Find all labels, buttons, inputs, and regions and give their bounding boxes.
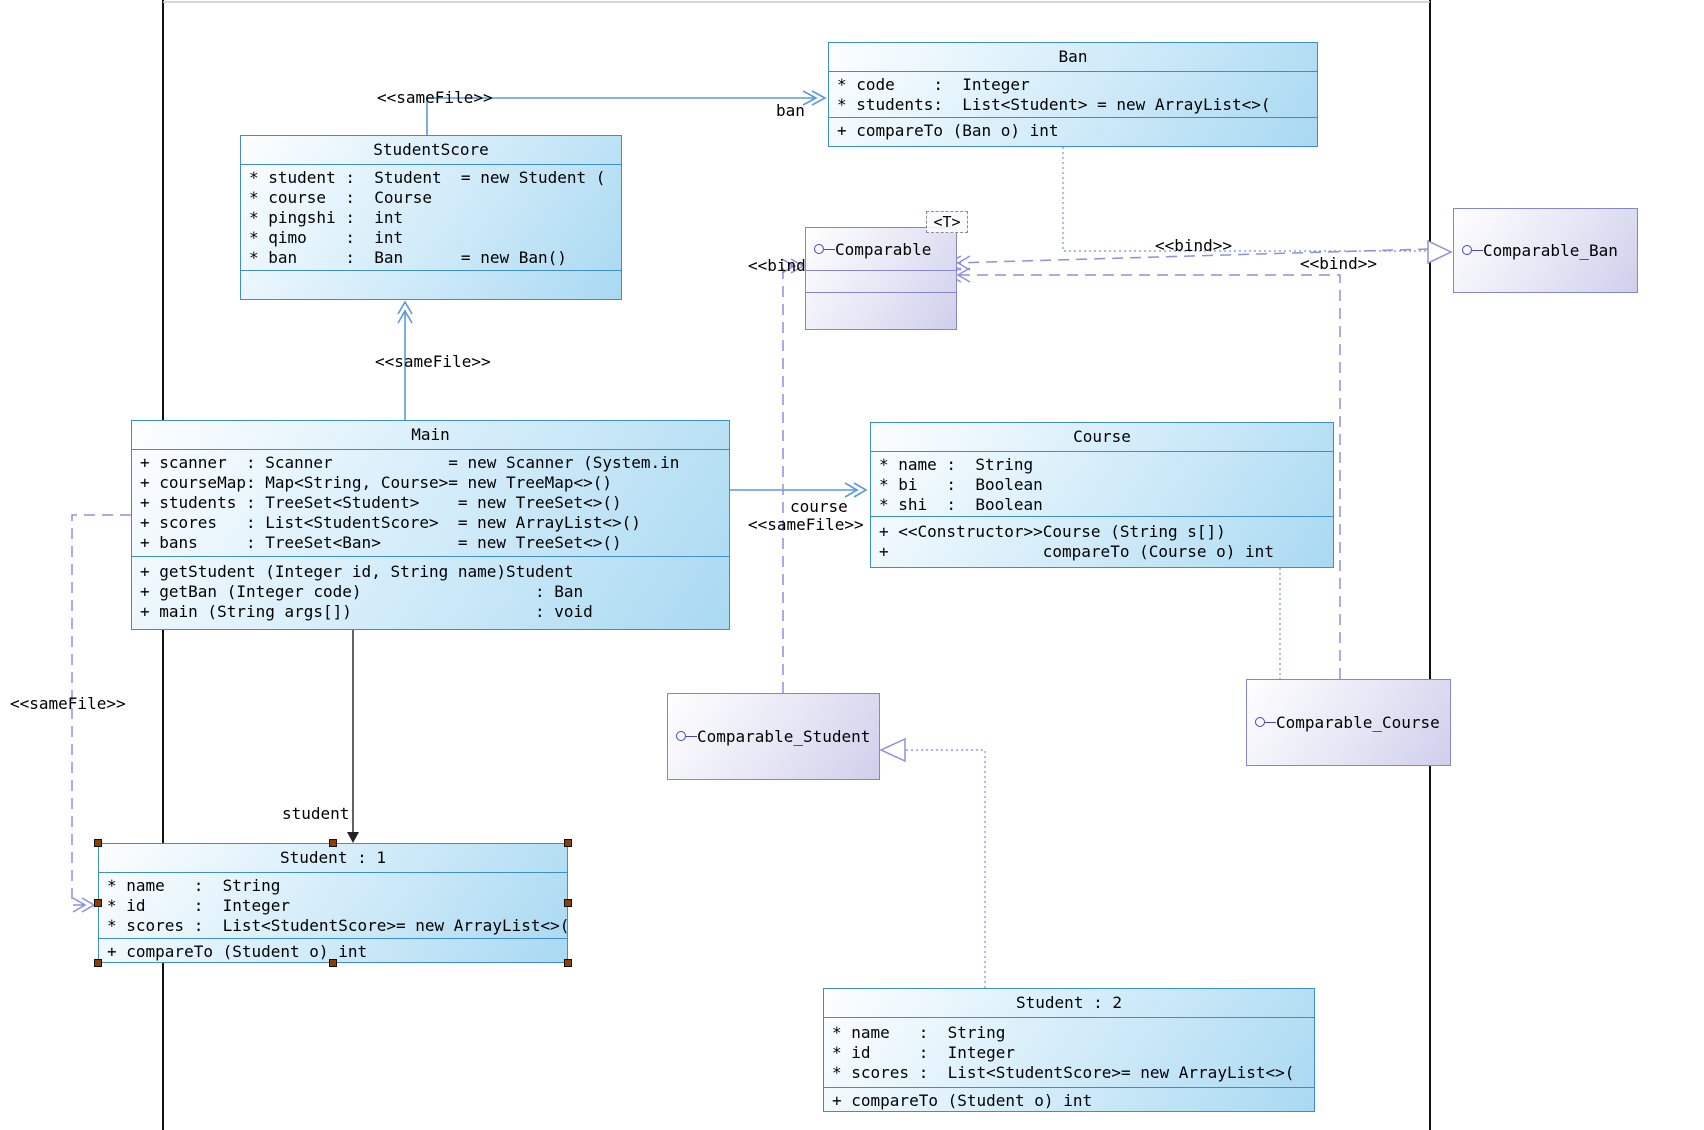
interface-lollipop-icon xyxy=(676,731,697,741)
selection-handle-top-right[interactable] xyxy=(564,839,572,847)
attribute-row: * bi : Boolean xyxy=(879,475,1043,494)
method-row: + compareTo (Course o) int xyxy=(879,542,1274,561)
attribute-row: + bans : TreeSet<Ban> = new TreeSet<>() xyxy=(140,533,622,552)
attribute-row: + scores : List<StudentScore> = new Arra… xyxy=(140,513,641,532)
interface-comparable-ban-label: Comparable_Ban xyxy=(1483,240,1618,260)
selection-handle-mid-left[interactable] xyxy=(94,899,102,907)
edge-comparableban-bind[interactable] xyxy=(947,248,1430,271)
interface-comparable-course-label: Comparable_Course xyxy=(1276,712,1440,732)
method-row: + compareTo (Student o) int xyxy=(832,1091,1093,1110)
attribute-row: * name : String xyxy=(879,455,1034,474)
method-row: + getBan (Integer code) : Ban xyxy=(140,582,584,601)
interface-comparable-course[interactable]: Comparable_Course xyxy=(1246,679,1451,766)
attribute-row: * pingshi : int xyxy=(249,208,404,227)
class-main-title: Main xyxy=(132,421,729,450)
interface-comparable[interactable]: Comparable xyxy=(805,227,957,330)
edge-main-studentscore[interactable] xyxy=(397,300,413,420)
attribute-row: * scores : List<StudentScore>= new Array… xyxy=(107,916,567,935)
method-row: + compareTo (Student o) int xyxy=(107,942,368,961)
class-studentscore[interactable]: StudentScore * student : Student = new S… xyxy=(240,135,622,300)
interface-lollipop-icon xyxy=(814,244,835,254)
template-parameter-tag: <T> xyxy=(926,211,968,233)
method-row: + main (String args[]) : void xyxy=(140,602,593,621)
attribute-row: + scanner : Scanner = new Scanner (Syste… xyxy=(140,453,680,472)
attribute-row: + students : TreeSet<Student> = new Tree… xyxy=(140,493,622,512)
interface-comparable-student[interactable]: Comparable_Student xyxy=(667,693,880,780)
realization-triangle-comparableban xyxy=(1427,239,1453,265)
attribute-row: * ban : Ban = new Ban() xyxy=(249,248,567,267)
class-course-title: Course xyxy=(871,423,1333,452)
selection-handle-bottom-center[interactable] xyxy=(329,959,337,967)
class-studentscore-title: StudentScore xyxy=(241,136,621,165)
selection-handle-bottom-left[interactable] xyxy=(94,959,102,967)
method-row: + getStudent (Integer id, String name)St… xyxy=(140,562,574,581)
attribute-row: * shi : Boolean xyxy=(879,495,1043,514)
attribute-row: * students: List<Student> = new ArrayLis… xyxy=(837,95,1271,114)
class-student1[interactable]: Student : 1 * name : String * id : Integ… xyxy=(98,843,568,963)
edge-studentscore-ban[interactable] xyxy=(426,90,827,135)
edge-main-student1[interactable] xyxy=(347,630,359,843)
attribute-row: * name : String xyxy=(107,876,281,895)
attribute-row: * id : Integer xyxy=(107,896,291,915)
attribute-row: * qimo : int xyxy=(249,228,404,247)
class-main[interactable]: Main + scanner : Scanner = new Scanner (… xyxy=(131,420,730,630)
selection-handle-top-center[interactable] xyxy=(329,839,337,847)
class-student2[interactable]: Student : 2 * name : String * id : Integ… xyxy=(823,988,1315,1112)
interface-comparable-label: Comparable xyxy=(835,239,932,259)
class-ban-title: Ban xyxy=(829,43,1317,72)
attribute-row: * code : Integer xyxy=(837,75,1030,94)
class-course[interactable]: Course * name : String * bi : Boolean * … xyxy=(870,422,1334,568)
class-student1-title: Student : 1 xyxy=(99,844,567,873)
edge-student2-comparablestudent[interactable] xyxy=(879,737,986,988)
selection-handle-mid-right[interactable] xyxy=(564,899,572,907)
class-ban[interactable]: Ban * code : Integer * students: List<St… xyxy=(828,42,1318,147)
edge-ban-comparableban[interactable] xyxy=(1062,147,1427,252)
attribute-row: * name : String xyxy=(832,1023,1006,1042)
edge-comparablestudent-bind[interactable] xyxy=(781,258,805,693)
attribute-row: * course : Course xyxy=(249,188,433,207)
selection-handle-top-left[interactable] xyxy=(94,839,102,847)
interface-comparable-student-label: Comparable_Student xyxy=(697,726,871,746)
attribute-row: * id : Integer xyxy=(832,1043,1016,1062)
attribute-row: + courseMap: Map<String, Course>= new Tr… xyxy=(140,473,613,492)
method-row: + compareTo (Ban o) int xyxy=(837,121,1059,140)
attribute-row: * student : Student = new Student ( xyxy=(249,168,606,187)
interface-comparable-ban[interactable]: Comparable_Ban xyxy=(1453,208,1638,293)
interface-lollipop-icon xyxy=(1255,717,1276,727)
method-row: + <<Constructor>>Course (String s[]) xyxy=(879,522,1226,541)
attribute-row: * scores : List<StudentScore>= new Array… xyxy=(832,1063,1295,1082)
edge-main-course[interactable] xyxy=(730,482,868,498)
selection-handle-bottom-right[interactable] xyxy=(564,959,572,967)
interface-lollipop-icon xyxy=(1462,245,1483,255)
class-student2-title: Student : 2 xyxy=(824,989,1314,1018)
